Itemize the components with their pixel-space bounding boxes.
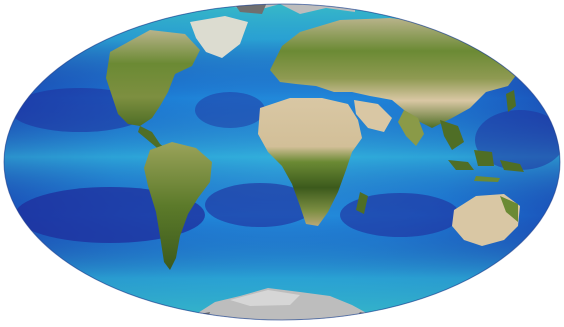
- southeast-asia: [440, 120, 464, 150]
- antarctica-highlight: [230, 290, 300, 306]
- south-atlantic-gyre: [205, 183, 315, 227]
- madagascar: [356, 192, 368, 214]
- australia: [452, 194, 520, 246]
- indonesia-borneo: [474, 150, 494, 166]
- globe-outline: [3, 3, 561, 321]
- indonesia-sumatra: [448, 160, 474, 170]
- arctic-ice-shadow: [232, 4, 268, 14]
- new-guinea: [500, 160, 524, 172]
- south-america: [144, 142, 212, 270]
- japan: [506, 90, 516, 112]
- indian-ocean-gyre: [340, 193, 460, 237]
- indonesia-java: [474, 176, 500, 182]
- arabian-peninsula: [354, 100, 392, 132]
- north-america: [106, 30, 200, 126]
- new-zealand: [520, 240, 532, 258]
- north-atlantic-gyre: [195, 92, 265, 128]
- central-america: [138, 126, 168, 152]
- australia-east-coast: [500, 196, 518, 222]
- eurasia: [270, 18, 520, 128]
- india: [398, 110, 424, 146]
- africa: [258, 98, 362, 226]
- greenland: [190, 16, 248, 58]
- west-pacific-gyre: [475, 110, 560, 170]
